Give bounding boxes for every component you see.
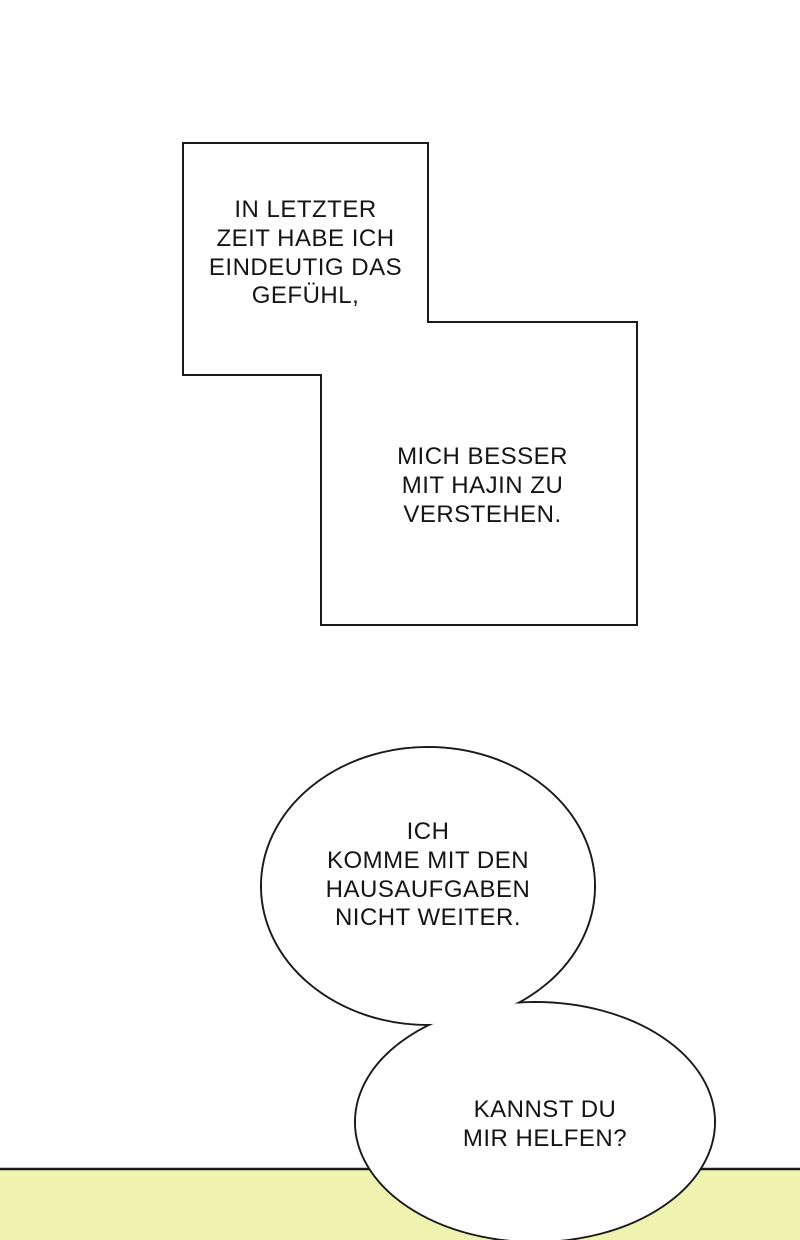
narration-box-outline xyxy=(182,142,638,626)
narration-text-left: IN LETZTER ZEIT HABE ICH EINDEUTIG DAS G… xyxy=(208,196,403,310)
speech-bubble-2-text: KANNST DU MIR HELFEN? xyxy=(462,1096,628,1152)
narration-text-right: MICH BESSER MIT HAJIN ZU VERSTEHEN. xyxy=(397,443,568,528)
speech-bubble-2-fill xyxy=(356,1003,714,1240)
speech-bubble-1-fill xyxy=(262,748,594,1024)
speech-bubble-1-text: ICH KOMME MIT DEN HAUSAUFGABEN NICHT WEI… xyxy=(325,818,531,932)
